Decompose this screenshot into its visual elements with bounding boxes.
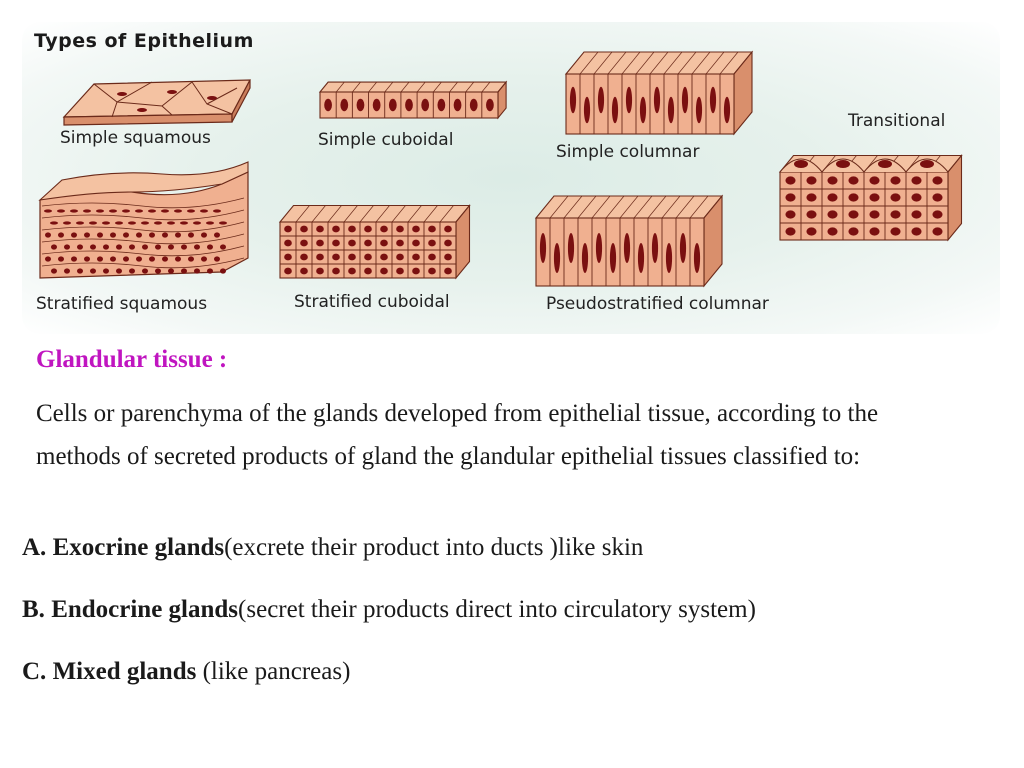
label-pseudostratified-columnar: Pseudostratified columnar: [546, 294, 769, 314]
simple-cuboidal-illustration: [318, 80, 508, 120]
pseudostratified-columnar-illustration: [534, 194, 724, 288]
gland-item-exocrine: A. Exocrine glands(excrete their product…: [22, 534, 643, 562]
label-stratified-cuboidal: Stratified cuboidal: [294, 292, 450, 312]
gland-desc: (like pancreas): [196, 658, 351, 685]
gland-desc: (excrete their product into ducts )like …: [224, 534, 644, 561]
stratified-cuboidal-illustration: [278, 203, 471, 280]
gland-item-endocrine: B. Endocrine glands(secret their product…: [22, 596, 756, 624]
gland-prefix: B.: [22, 596, 45, 623]
gland-item-mixed: C. Mixed glands (like pancreas): [22, 658, 350, 686]
gland-name: Endocrine glands: [51, 596, 239, 623]
epithelium-illustrations: [38, 50, 963, 288]
label-simple-columnar: Simple columnar: [556, 142, 700, 162]
label-transitional: Transitional: [848, 111, 946, 131]
figure-title: Types of Epithelium: [34, 30, 254, 52]
epithelium-types-figure: Types of Epithelium Simple squamous Simp…: [22, 22, 1000, 334]
simple-squamous-illustration: [62, 79, 252, 126]
label-simple-cuboidal: Simple cuboidal: [318, 130, 454, 150]
label-simple-squamous: Simple squamous: [60, 128, 211, 148]
simple-columnar-illustration: [564, 50, 754, 136]
gland-desc: (secret their products direct into circu…: [238, 596, 756, 623]
gland-prefix: C.: [22, 658, 47, 685]
stratified-squamous-illustration: [38, 161, 249, 279]
label-stratified-squamous: Stratified squamous: [36, 294, 208, 314]
gland-prefix: A.: [22, 534, 47, 561]
glandular-tissue-heading: Glandular tissue :: [36, 346, 228, 373]
gland-name: Exocrine glands: [52, 534, 225, 561]
glandular-description: Cells or parenchyma of the glands develo…: [36, 400, 879, 470]
gland-name: Mixed glands: [52, 658, 197, 685]
transitional-illustration: [778, 153, 963, 242]
